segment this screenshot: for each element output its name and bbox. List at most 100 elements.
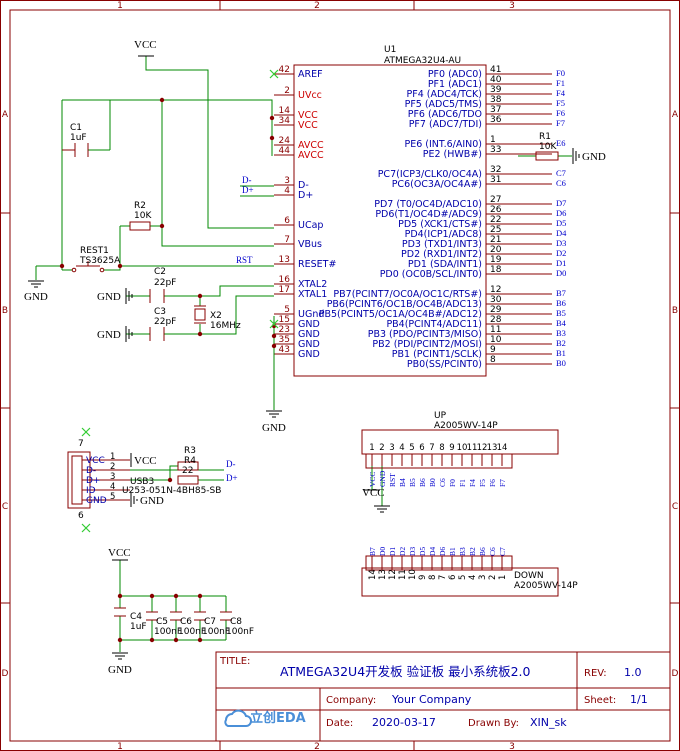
header-down-pin-number: 10 (408, 569, 418, 580)
svg-text:VCC: VCC (108, 547, 131, 559)
mcu-pin-name: PF7 (ADC7/TDI) (409, 119, 482, 130)
capacitor-bank (114, 607, 232, 621)
svg-text:C3: C3 (154, 307, 166, 317)
mcu-pin-number: 7 (284, 235, 290, 245)
mcu-net-label: F0 (556, 68, 565, 78)
mcu-pin-name: GND (298, 319, 320, 330)
mcu-pin-name: D+ (298, 190, 313, 201)
header-up[interactable]: UP A2005WV-14P 1VCC2GND3RST4B45B56B67B08… (361, 411, 559, 487)
mcu-pin-number: 8 (490, 355, 496, 365)
mcu-pin-name: RESET# (298, 259, 336, 270)
header-up-pin-number: 14 (497, 443, 508, 453)
mcu-pin-number: 11 (490, 325, 501, 335)
mcu-pin-number: 29 (490, 305, 502, 315)
header-down-pin-number: 6 (448, 575, 458, 580)
col-label-3-top: 3 (509, 1, 515, 11)
header-down-net: B2 (468, 547, 477, 556)
resistor-r4[interactable]: R4 22 (177, 456, 199, 485)
title-text: ATMEGA32U4开发板 验证板 最小系统板2.0 (280, 664, 531, 679)
lceda-logo: 立创EDA (224, 709, 306, 727)
capacitor-c2[interactable]: C2 22pF (149, 267, 176, 303)
mcu-pin-name: PE6 (INT.6/AIN0) (404, 139, 482, 150)
gnd-symbol-mcu: GND (262, 410, 286, 434)
header-up-net: F7 (498, 479, 507, 487)
header-down[interactable]: DOWN A2005WV-14P 14B713D012D111D210D39D5… (361, 547, 578, 597)
header-down-pin-number: 7 (438, 575, 448, 580)
mcu-pin-number: 4 (284, 186, 290, 196)
mcu-pin-name: AREF (298, 69, 323, 80)
cap-c5-ref: C5 (156, 617, 168, 627)
drawn-label: Drawn By: (468, 718, 519, 729)
capacitor-c1[interactable]: C1 1uF (62, 123, 89, 157)
svg-text:VCC: VCC (134, 39, 157, 51)
mcu-pin-number: 15 (279, 315, 290, 325)
mcu-pin-name: XTAL2 (298, 279, 327, 290)
title-label: TITLE: (219, 656, 250, 667)
mcu-net-label: D5 (556, 218, 566, 228)
svg-text:C1: C1 (70, 123, 82, 133)
mcu-pin-number: 1 (490, 135, 496, 145)
row-label-a-right: A (672, 110, 679, 120)
title-block: TITLE: ATMEGA32U4开发板 验证板 最小系统板2.0 REV: 1… (215, 651, 671, 742)
mcu-pin-name: VCC (298, 120, 318, 131)
capacitor-c3[interactable]: C3 22pF (149, 307, 176, 341)
mcu-pin-number: 42 (279, 65, 290, 75)
header-down-net: C6 (488, 547, 497, 556)
vcc-symbol-caps: VCC (108, 547, 131, 561)
mcu-pin-number: 14 (279, 106, 291, 116)
mcu-pin-name: PF1 (ADC1) (428, 79, 482, 90)
mcu-net-label: C7 (556, 168, 566, 178)
svg-text:10K: 10K (134, 211, 152, 221)
header-down-net: D3 (408, 547, 417, 556)
header-up-part: A2005WV-14P (434, 421, 498, 431)
cap-c5-val: 100nF (154, 627, 182, 637)
mcu-pin-number: 2 (284, 86, 290, 96)
mcu-pin-name: PD0 (OC0B/SCL/INT0) (380, 269, 482, 280)
header-up-net: B6 (418, 478, 427, 487)
reset-button[interactable]: REST1 TS3625A (71, 246, 121, 273)
mcu-net-label: B2 (556, 338, 566, 348)
mcu-pin-number: 12 (490, 285, 501, 295)
header-up-net: B0 (428, 478, 437, 487)
mcu-pin-number: 25 (490, 225, 501, 235)
mcu-pin-number: 36 (490, 115, 502, 125)
mcu-pin-number: 34 (279, 116, 291, 126)
usb-shell-bot: 6 (78, 511, 84, 521)
usb-net-dminus: D- (226, 459, 236, 469)
usb-net-dplus: D+ (226, 473, 238, 483)
svg-text:C2: C2 (154, 267, 166, 277)
net-label-rst: RST (236, 255, 253, 265)
mcu-pin-name: PB7(PCINT7/OC0A/OC1C/RTS#) (333, 289, 482, 300)
cap-c8-val: 100nF (226, 627, 254, 637)
mcu-pin-name: VCC (298, 110, 318, 121)
header-down-net: B1 (448, 547, 457, 556)
net-label-dminus: D- (242, 175, 252, 185)
row-label-d-left: D (2, 669, 9, 679)
row-label-c-right: C (672, 502, 678, 512)
header-up-pin-number: 5 (409, 443, 414, 453)
mcu-net-label: D0 (556, 268, 566, 278)
mcu-pin-number: 20 (490, 245, 502, 255)
resistor-r2[interactable]: R2 10K (129, 201, 152, 231)
mcu-pin-number: 41 (490, 65, 501, 75)
header-down-pin-number: 13 (378, 569, 388, 580)
mcu-net-label: D4 (556, 228, 567, 238)
header-up-pin-number: 3 (389, 443, 394, 453)
mcu-pin-number: 33 (490, 145, 501, 155)
mcu-ref: U1 (384, 45, 396, 55)
mcu-pin-name: UVcc (298, 90, 322, 101)
crystal-x2[interactable]: X2 16MHz (194, 305, 241, 331)
mcu-pin-name: PB5(PCINT5/OC1A/OC4B#/ADC12) (319, 309, 482, 320)
header-up-pin-number: 7 (429, 443, 434, 453)
mcu-pin-number: 22 (490, 215, 501, 225)
mcu-pin-number: 21 (490, 235, 501, 245)
resistor-r3[interactable]: R3 22 (177, 446, 199, 477)
resistor-r1[interactable]: R1 10K (535, 132, 559, 161)
svg-text:22: 22 (182, 466, 193, 476)
usb-pin-name: VCC (86, 456, 105, 466)
svg-text:X2: X2 (210, 311, 222, 321)
